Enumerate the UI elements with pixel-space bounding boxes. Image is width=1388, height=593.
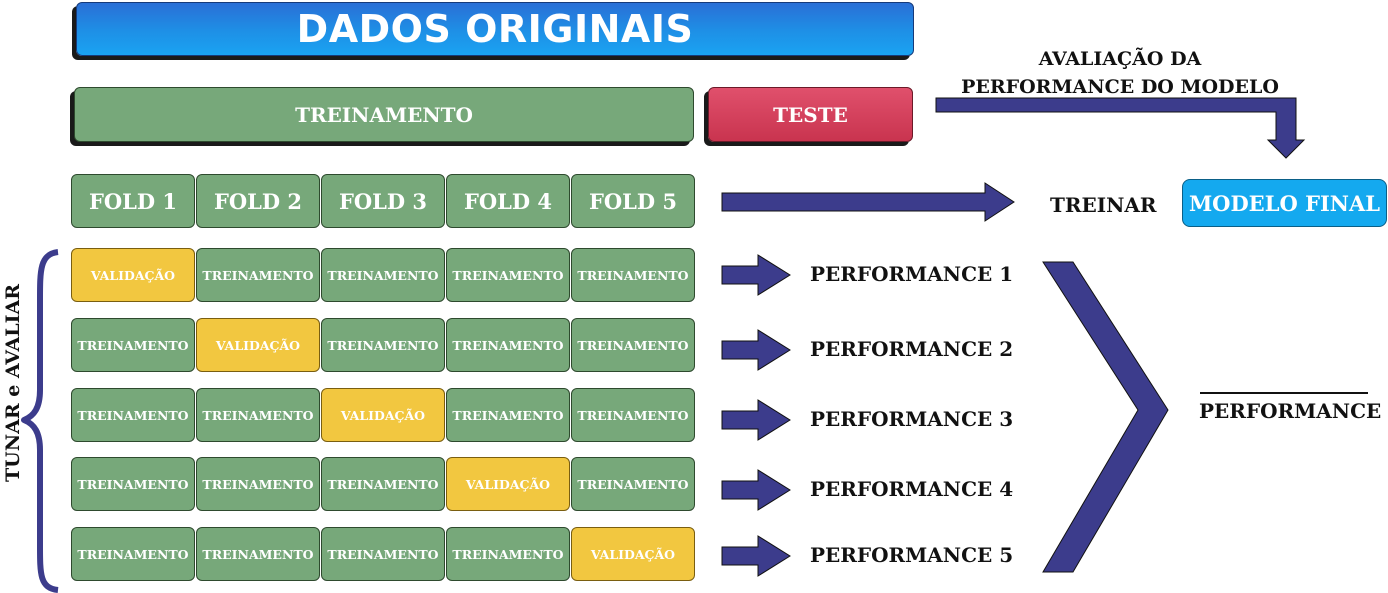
validation-cell: VALIDAÇÃO xyxy=(71,248,195,302)
training-cell: TREINAMENTO xyxy=(571,318,695,372)
aggregate-chevron xyxy=(1042,261,1169,573)
training-cell: TREINAMENTO xyxy=(321,457,445,511)
training-cell-label: TREINAMENTO xyxy=(202,267,314,283)
fold-box-4: FOLD 4 xyxy=(446,174,570,228)
training-cell-label: TREINAMENTO xyxy=(452,337,564,353)
title-bar: DADOS ORIGINAIS xyxy=(76,2,914,56)
performance-arrow-2 xyxy=(721,329,791,371)
training-cell-label: TREINAMENTO xyxy=(202,546,314,562)
fold-box-1: FOLD 1 xyxy=(71,174,195,228)
fold-label: FOLD 5 xyxy=(588,188,678,214)
validation-cell: VALIDAÇÃO xyxy=(196,318,320,372)
test-split-label: TESTE xyxy=(773,102,848,127)
training-cell: TREINAMENTO xyxy=(196,388,320,442)
training-cell-label: TREINAMENTO xyxy=(77,546,189,562)
training-cell: TREINAMENTO xyxy=(446,388,570,442)
performance-arrow-3 xyxy=(721,399,791,441)
training-cell: TREINAMENTO xyxy=(71,388,195,442)
training-cell-label: TREINAMENTO xyxy=(452,267,564,283)
performance-arrow-5 xyxy=(721,535,791,577)
training-cell-label: TREINAMENTO xyxy=(77,407,189,423)
training-cell: TREINAMENTO xyxy=(321,248,445,302)
validation-cell-label: VALIDAÇÃO xyxy=(90,267,176,283)
training-cell: TREINAMENTO xyxy=(446,318,570,372)
performance-arrows xyxy=(721,254,791,577)
training-cell-label: TREINAMENTO xyxy=(77,337,189,353)
train-split-label: TREINAMENTO xyxy=(295,102,473,127)
evaluation-label-text: AVALIAÇÃO DA PERFORMANCE DO MODELO xyxy=(961,48,1279,98)
training-cell-label: TREINAMENTO xyxy=(577,476,689,492)
fold-box-2: FOLD 2 xyxy=(196,174,320,228)
validation-cell: VALIDAÇÃO xyxy=(321,388,445,442)
training-cell: TREINAMENTO xyxy=(196,248,320,302)
performance-label-3: PERFORMANCE 3 xyxy=(810,407,1014,431)
validation-cell: VALIDAÇÃO xyxy=(446,457,570,511)
training-cell: TREINAMENTO xyxy=(321,527,445,581)
training-cell: TREINAMENTO xyxy=(71,457,195,511)
title-text: DADOS ORIGINAIS xyxy=(296,7,694,51)
performance-arrow-1 xyxy=(721,254,791,296)
training-cell-label: TREINAMENTO xyxy=(327,337,439,353)
training-cell: TREINAMENTO xyxy=(71,527,195,581)
curly-brace xyxy=(21,249,59,593)
performance-label-1: PERFORMANCE 1 xyxy=(810,262,1014,286)
training-cell-label: TREINAMENTO xyxy=(327,476,439,492)
final-model-box: MODELO FINAL xyxy=(1182,179,1387,227)
training-cell-label: TREINAMENTO xyxy=(577,407,689,423)
fold-label: FOLD 3 xyxy=(338,188,428,214)
validation-cell-label: VALIDAÇÃO xyxy=(590,546,676,562)
training-cell-label: TREINAMENTO xyxy=(202,476,314,492)
validation-cell-label: VALIDAÇÃO xyxy=(340,407,426,423)
validation-cell-label: VALIDAÇÃO xyxy=(465,476,551,492)
training-cell: TREINAMENTO xyxy=(196,527,320,581)
training-cell: TREINAMENTO xyxy=(571,457,695,511)
training-cell-label: TREINAMENTO xyxy=(327,546,439,562)
train-action-label: TREINAR xyxy=(1050,193,1157,217)
training-cell: TREINAMENTO xyxy=(571,248,695,302)
mean-overline xyxy=(1200,392,1368,394)
final-model-label: MODELO FINAL xyxy=(1188,190,1381,216)
validation-cell-label: VALIDAÇÃO xyxy=(215,337,301,353)
evaluation-elbow-arrow xyxy=(935,97,1306,159)
training-cell-label: TREINAMENTO xyxy=(202,407,314,423)
training-cell-label: TREINAMENTO xyxy=(577,337,689,353)
training-cell-label: TREINAMENTO xyxy=(452,546,564,562)
performance-label-2: PERFORMANCE 2 xyxy=(810,337,1014,361)
evaluation-label: AVALIAÇÃO DA PERFORMANCE DO MODELO xyxy=(955,45,1285,101)
mean-performance-label: PERFORMANCE xyxy=(1199,399,1382,423)
training-cell: TREINAMENTO xyxy=(321,318,445,372)
training-cell: TREINAMENTO xyxy=(571,388,695,442)
training-cell: TREINAMENTO xyxy=(71,318,195,372)
performance-label-4: PERFORMANCE 4 xyxy=(810,477,1014,501)
training-cell: TREINAMENTO xyxy=(446,527,570,581)
train-split-bar: TREINAMENTO xyxy=(74,87,694,142)
training-cell-label: TREINAMENTO xyxy=(77,476,189,492)
fold-label: FOLD 4 xyxy=(463,188,553,214)
fold-label: FOLD 1 xyxy=(88,188,178,214)
training-cell-label: TREINAMENTO xyxy=(327,267,439,283)
train-arrow xyxy=(721,182,1015,222)
training-cell: TREINAMENTO xyxy=(196,457,320,511)
training-cell: TREINAMENTO xyxy=(446,248,570,302)
performance-arrow-4 xyxy=(721,469,791,511)
performance-label-5: PERFORMANCE 5 xyxy=(810,543,1014,567)
fold-label: FOLD 2 xyxy=(213,188,303,214)
fold-box-3: FOLD 3 xyxy=(321,174,445,228)
test-split-bar: TESTE xyxy=(708,87,913,142)
training-cell-label: TREINAMENTO xyxy=(577,267,689,283)
training-cell-label: TREINAMENTO xyxy=(452,407,564,423)
validation-cell: VALIDAÇÃO xyxy=(571,527,695,581)
fold-box-5: FOLD 5 xyxy=(571,174,695,228)
